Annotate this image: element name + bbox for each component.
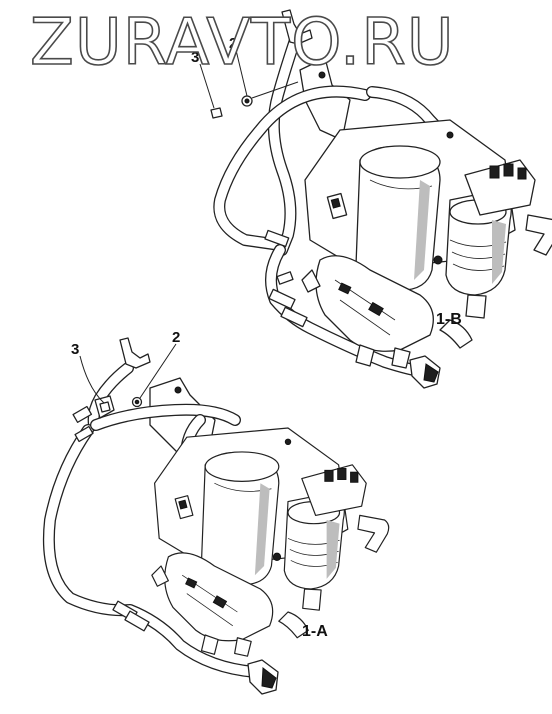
callout-3-1a: 3	[71, 341, 79, 358]
bolt	[210, 107, 223, 119]
view-label-1a: 1-A	[302, 623, 328, 640]
return-hose	[213, 85, 371, 251]
view-label-1b: 1-B	[436, 311, 462, 328]
bolt	[99, 401, 111, 413]
view-1-a: 3 2 1-A	[42, 329, 390, 695]
hose-clamp	[268, 288, 296, 310]
callout-2-1b: 2	[229, 35, 237, 52]
y-connector	[119, 337, 151, 369]
hose-clamp	[74, 425, 94, 443]
return-hose	[42, 424, 261, 678]
hose-clamp	[264, 229, 290, 248]
fuel-hose	[267, 34, 301, 256]
hose-clamp	[124, 610, 150, 632]
hose-clamp	[276, 271, 294, 285]
hose-clamp	[72, 405, 93, 423]
hose-clamp	[280, 306, 308, 328]
fuel-filter-module	[301, 119, 552, 369]
callout-3-1b: 3	[191, 49, 199, 66]
callout-2-1a: 2	[172, 329, 180, 346]
view-1-b: 2 3 1-B	[191, 9, 552, 389]
watermark: ZURAVTO.RU	[30, 6, 455, 80]
fuel-filter-module	[151, 427, 390, 657]
mounting-bracket	[299, 57, 351, 141]
y-connector	[281, 9, 313, 45]
upper-hose	[90, 403, 241, 431]
